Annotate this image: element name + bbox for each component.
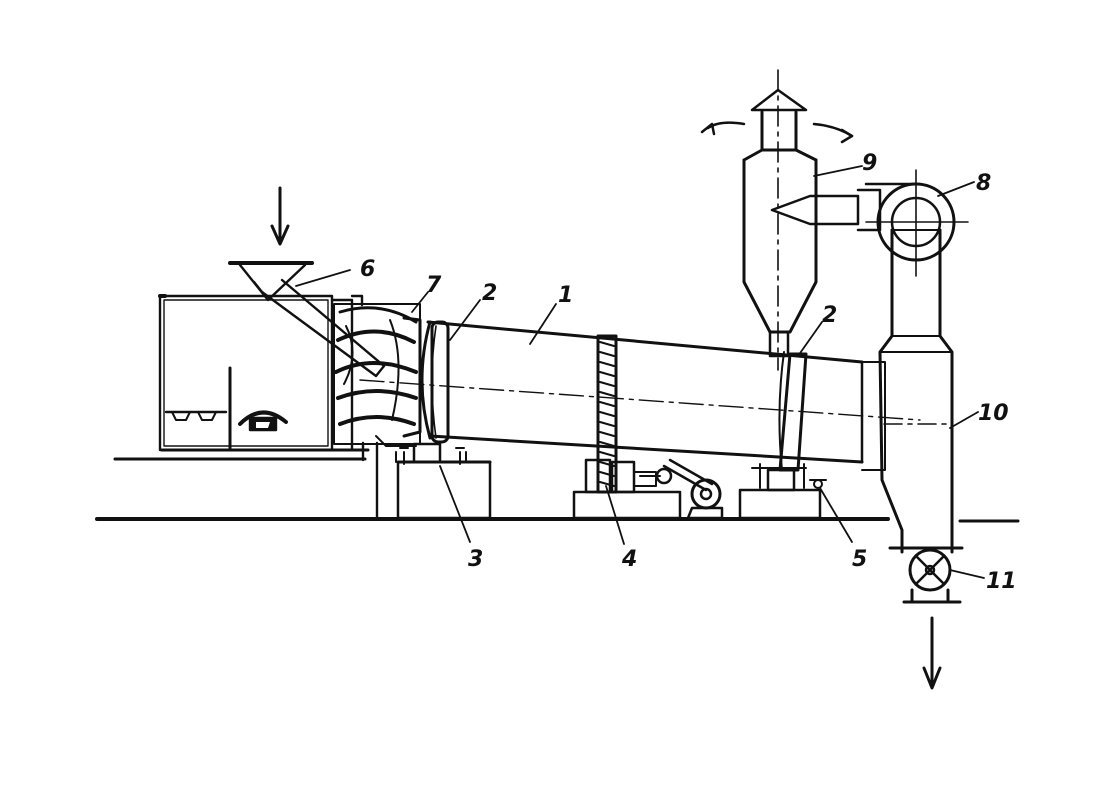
- label-thrust-roller: 5: [852, 547, 867, 572]
- discharge-arrow: [922, 616, 942, 690]
- label-hopper: 6: [360, 257, 375, 282]
- label-discharge-chamber: 10: [978, 401, 1009, 426]
- cyclone-inlet: [770, 188, 882, 232]
- sluice-gate: [888, 546, 964, 604]
- support-roller: [395, 442, 492, 520]
- label-sluice-gate: 11: [986, 569, 1017, 594]
- label-nozzle: 7: [426, 273, 442, 298]
- ring-gear: [596, 334, 618, 494]
- bandage-left: [420, 320, 450, 444]
- feed-arrow: [270, 186, 290, 246]
- part-labels: 1 2 2 3 4 5 6 7 8 9 10 11: [360, 151, 1017, 594]
- cyclone: [700, 69, 854, 371]
- drive-unit: [572, 458, 724, 520]
- ground-line: [95, 441, 1020, 523]
- label-bandage-right: 2: [822, 303, 837, 328]
- label-drive: 4: [621, 547, 637, 572]
- bandage-right: [778, 351, 808, 472]
- drum: [359, 320, 921, 471]
- fan: [864, 169, 969, 277]
- discharge-chamber: [878, 228, 954, 554]
- label-support-roller: 3: [468, 547, 483, 572]
- screw-blades: [333, 303, 422, 447]
- leader-lines: [295, 165, 985, 579]
- label-bandage-left: 2: [482, 281, 497, 306]
- label-drum: 1: [558, 283, 573, 308]
- firebox-door: [238, 410, 288, 432]
- label-fan: 8: [976, 171, 991, 196]
- thrust-roller: [738, 463, 827, 520]
- furnace: [158, 294, 370, 452]
- label-cyclone: 9: [862, 151, 877, 176]
